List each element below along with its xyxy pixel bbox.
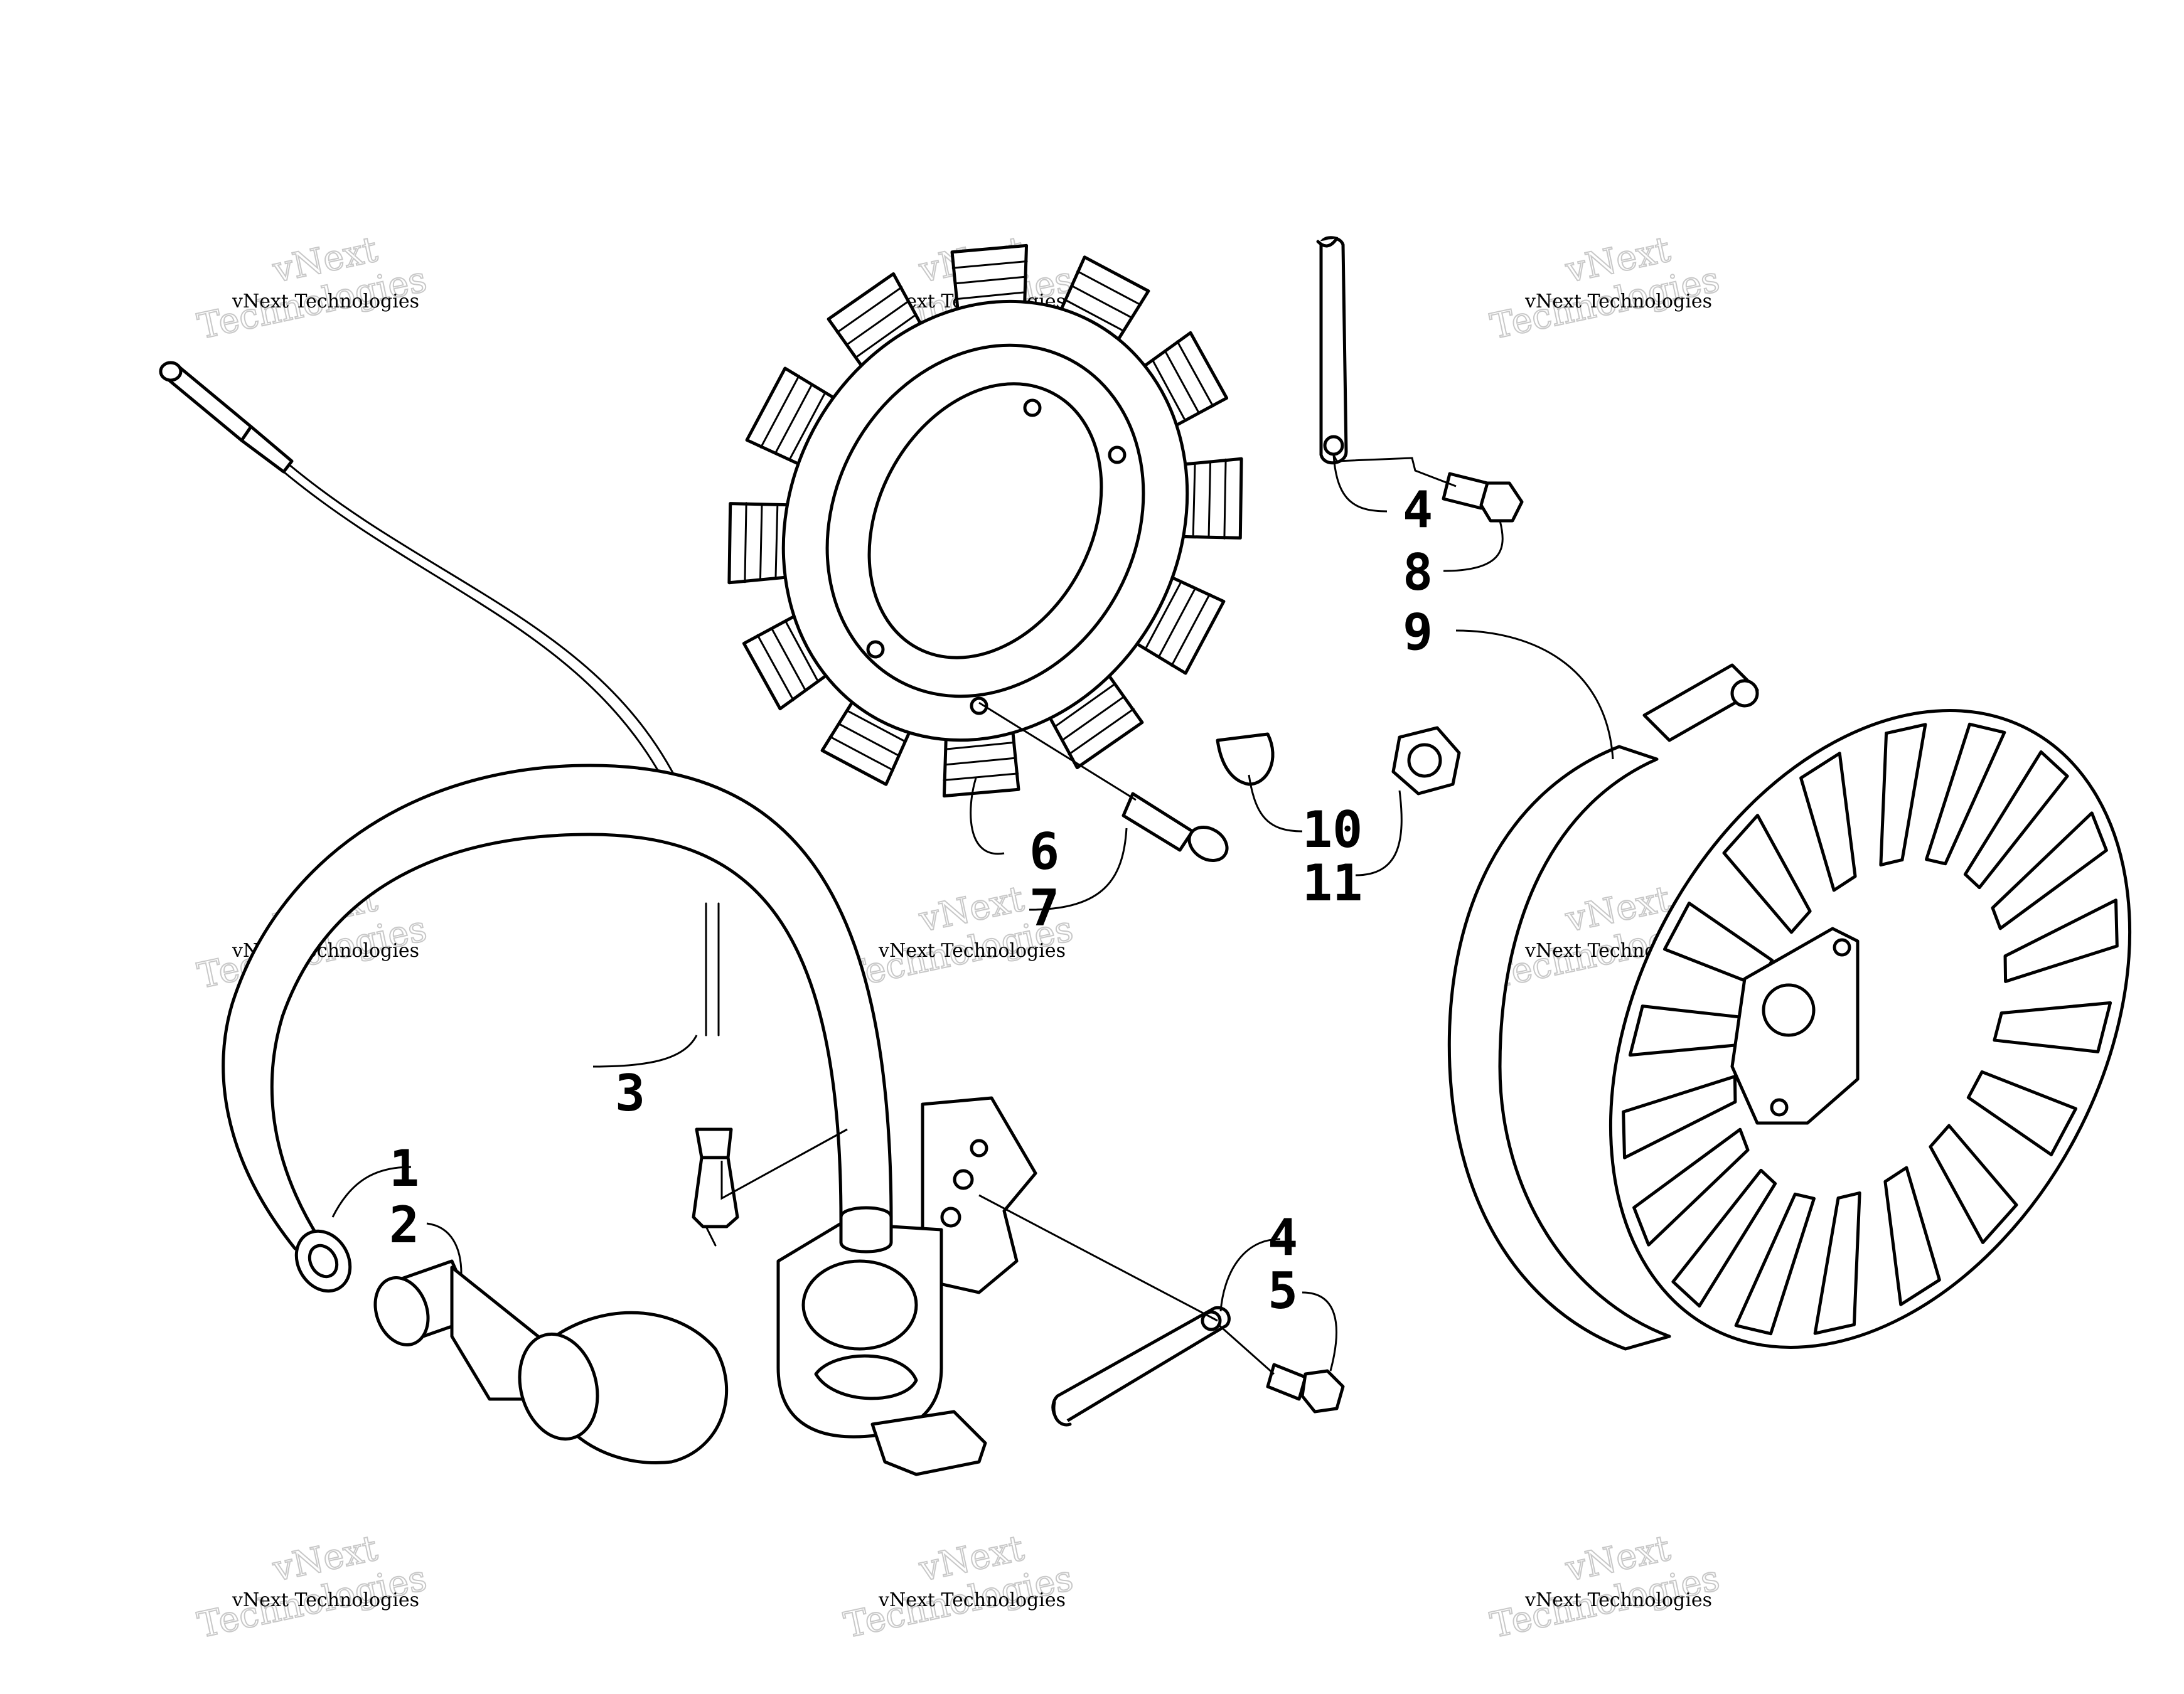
flywheel-fin (1813, 1191, 1861, 1335)
wire-clamp-lower (1051, 1306, 1231, 1427)
ignition-coil (776, 1096, 1037, 1476)
flywheel-fin (1734, 1192, 1816, 1336)
callout-6: 6 (1029, 823, 1059, 881)
callout-4-lower: 4 (1268, 1208, 1298, 1267)
callout-2: 2 (389, 1196, 419, 1254)
bolt-lower (1266, 1363, 1345, 1414)
spark-plug-cap (373, 1259, 729, 1464)
flywheel (1447, 663, 2132, 1351)
callout-1: 1 (389, 1139, 419, 1198)
flange-nut (1391, 726, 1461, 796)
stator-assembly (727, 243, 1243, 798)
callout-11: 11 (1302, 854, 1362, 912)
svg-text:vNext Technologies: vNext Technologies (878, 1589, 1066, 1611)
cap-screw (1121, 792, 1229, 862)
flywheel-fin (1622, 1075, 1737, 1159)
svg-text:vNext Technologies: vNext Technologies (1524, 290, 1712, 312)
woodruff-key (1216, 732, 1275, 786)
bolt-upper (1442, 472, 1524, 523)
stator-coil-lobe (727, 502, 796, 585)
svg-text:vNext Technologies: vNext Technologies (1524, 1589, 1712, 1611)
flywheel-fin (1929, 1124, 2018, 1244)
stator-coil-lobe (942, 725, 1020, 798)
spark-plug-wire (159, 361, 739, 1247)
flywheel-fin (1991, 811, 2108, 930)
watermark: vNext Technologies vNext Technologies (1486, 1527, 1723, 1647)
callout-4-upper: 4 (1403, 481, 1433, 539)
callout-3: 3 (615, 1064, 645, 1122)
flywheel-fin (1883, 1166, 1941, 1306)
flywheel-fin (1722, 814, 1812, 934)
callout-9: 9 (1403, 603, 1433, 661)
flywheel-fin (1963, 750, 2069, 890)
flywheel-fins (1622, 722, 2119, 1336)
flywheel-fin (1671, 1168, 1777, 1308)
callout-8: 8 (1403, 543, 1433, 602)
callout-10: 10 (1302, 801, 1362, 859)
watermark: vNext Technologies vNext Technologies (193, 228, 431, 348)
stator-coil-lobe (950, 243, 1029, 317)
svg-text:vNext Technologies: vNext Technologies (232, 1589, 419, 1611)
flywheel-fin (2003, 898, 2119, 983)
callout-labels: 1 2 3 4 5 6 7 4 8 9 10 11 (389, 481, 1433, 1320)
watermark: vNext Technologies vNext Technologies (193, 1527, 431, 1647)
watermark: vNext Technologies vNext Technologies (840, 1527, 1077, 1647)
svg-text:vNext Technologies: vNext Technologies (232, 290, 419, 312)
callout-7: 7 (1029, 879, 1059, 937)
flywheel-fin (1799, 752, 1857, 892)
flywheel-fin (1925, 722, 2006, 866)
callout-5: 5 (1268, 1262, 1298, 1320)
stator-coil-lobe (827, 272, 925, 373)
watermark: vNext Technologies vNext Technologies (1486, 228, 1723, 348)
flywheel-fin (1993, 1001, 2112, 1053)
high-tension-cable (222, 764, 893, 1293)
flywheel-fin (1879, 723, 1927, 867)
svg-text:vNext Technologies: vNext Technologies (878, 940, 1066, 962)
wire-clamp-upper (1316, 236, 1348, 465)
flywheel-fin (1966, 1070, 2078, 1156)
leader-lines (331, 454, 1614, 1375)
flywheel-fin (1632, 1127, 1750, 1247)
